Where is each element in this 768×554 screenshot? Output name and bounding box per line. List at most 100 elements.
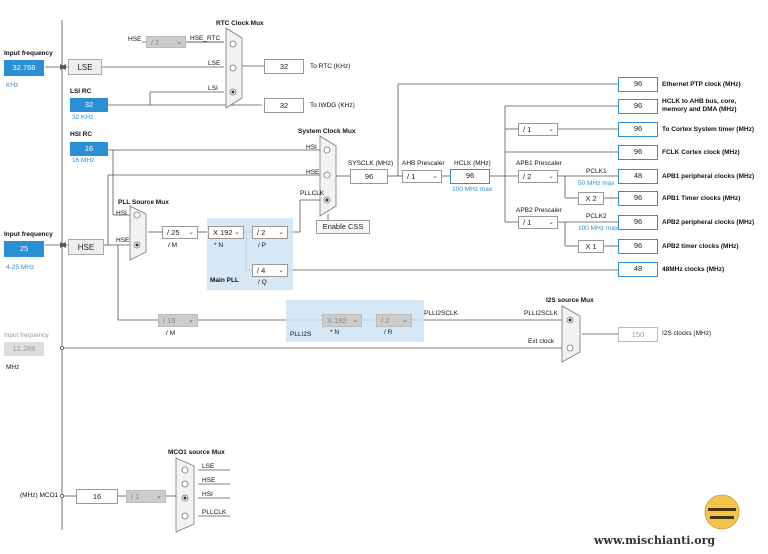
hse-input-title: Input frequency (4, 231, 53, 238)
chevron-down-icon: ⌄ (234, 229, 240, 236)
pclk2-label: PCLK2 (586, 213, 607, 220)
enable-css-button[interactable]: Enable CSS (316, 220, 370, 234)
apb2-prescaler-select[interactable]: / 1⌄ (518, 216, 558, 229)
rtc-mux-title: RTC Clock Mux (216, 20, 264, 27)
lse-input-title: Input frequency (4, 50, 53, 57)
output-label-48mhz: 48MHz clocks (MHz) (662, 266, 725, 273)
lsi-value[interactable]: 32 (70, 98, 108, 112)
mco1-lse-label: LSE (202, 463, 215, 470)
output-label-apb1-peripheral: APB1 peripheral clocks (MHz) (662, 173, 755, 180)
output-label-ethernet-ptp: Ethernet PTP clock (MHz) (662, 81, 741, 88)
hse-input-unit: 4-25 MHz (6, 264, 35, 271)
hclk-max-note: 100 MHz max (452, 186, 493, 193)
sysclk-label: SYSCLK (MHz) (348, 160, 394, 167)
output-value-apb2-peripheral: 96 (618, 215, 658, 230)
plli2s-r-divider[interactable]: / 2⌄ (376, 314, 412, 327)
i2s-output-value: 150 (618, 327, 658, 342)
sysclk-hse-label: HSE (306, 169, 320, 176)
output-label-fclk: FCLK Cortex clock (MHz) (662, 149, 740, 156)
i2s-input-unit: MHz (6, 364, 20, 371)
chevron-down-icon: ⌄ (188, 229, 194, 236)
lse-input-value[interactable]: 32.768 (4, 60, 44, 76)
output-value-fclk: 96 (618, 145, 658, 160)
plli2s-clk-label: PLLI2SCLK (424, 310, 458, 317)
main-pll-title: Main PLL (210, 277, 239, 284)
hse-rtc-label: HSE_RTC (190, 35, 221, 42)
chevron-down-icon: ⌄ (156, 493, 162, 500)
hse-input-value[interactable]: 25 (4, 241, 44, 257)
ahb-prescaler-select[interactable]: / 1⌄ (402, 170, 442, 183)
rtc-output-value: 32 (264, 59, 304, 74)
output-value-apb1-timer: 96 (618, 191, 658, 206)
mco1-divider[interactable]: / 1⌄ (126, 490, 166, 503)
hse-oscillator[interactable]: HSE (68, 239, 104, 255)
hclk-label: HCLK (MHz) (454, 160, 491, 167)
plli2s-r-label: / R (384, 329, 393, 336)
rtc-lse-label: LSE (208, 60, 221, 67)
plli2s-m-label: / M (166, 330, 176, 337)
output-label-apb1-timer: APB1 Timer clocks (MHz) (662, 195, 741, 202)
chevron-down-icon: ⌄ (548, 126, 554, 133)
cortex-timer-divider[interactable]: / 1⌄ (518, 123, 558, 136)
apb2-prescaler-label: APB2 Prescaler (516, 207, 562, 214)
pll-q-label: / Q (258, 279, 267, 286)
i2s-mux-in1-label: PLLI2SCLK (524, 310, 558, 317)
ahb-prescaler-label: AHB Prescaler (402, 160, 445, 167)
pll-n-multiplier[interactable]: X 192⌄ (208, 226, 244, 239)
output-value-apb1-peripheral: 48 (618, 169, 658, 184)
pll-m-label: / M (168, 242, 178, 249)
chevron-down-icon: ⌄ (432, 173, 438, 180)
output-label-cortex-timer: To Cortex System timer (MHz) (662, 126, 754, 133)
chevron-down-icon: ⌄ (548, 173, 554, 180)
hsi-value[interactable]: 16 (70, 142, 108, 156)
i2s-input-title: Input frequency (4, 332, 49, 339)
apb2-timer-multiplier: X 1 (578, 240, 604, 253)
pclk1-max-note: 50 MHz max (578, 180, 615, 187)
output-value-apb2-timer: 96 (618, 239, 658, 254)
apb1-timer-multiplier: X 2 (578, 192, 604, 205)
lse-oscillator[interactable]: LSE (68, 59, 102, 75)
plli2s-n-multiplier[interactable]: X 192⌄ (322, 314, 362, 327)
plli2s-title: PLLI2S (290, 331, 312, 338)
mco1-value: 16 (76, 489, 118, 504)
mco1-pllclk-label: PLLCLK (202, 509, 227, 516)
pll-p-label: / P (258, 242, 266, 249)
sysclk-value[interactable]: 96 (350, 169, 388, 184)
chevron-down-icon: ⌄ (176, 39, 182, 46)
i2s-mux-title: I2S source Mux (546, 297, 594, 304)
hsi-title: HSI RC (70, 131, 93, 138)
hclk-value[interactable]: 96 (450, 169, 490, 184)
iwdg-output-value: 32 (264, 98, 304, 113)
output-value-cortex-timer: 96 (618, 122, 658, 137)
i2s-input-value[interactable]: 12.288 (4, 342, 44, 356)
chevron-down-icon: ⌄ (278, 229, 284, 236)
plli2s-n-label: * N (330, 329, 340, 336)
pll-n-label: * N (214, 242, 224, 249)
mco1-hse-label: HSE (202, 477, 216, 484)
output-label-apb2-timer: APB2 timer clocks (MHz) (662, 243, 739, 250)
i2s-output-label: I2S clocks (MHz) (662, 330, 712, 337)
pll-q-divider[interactable]: / 4⌄ (252, 264, 288, 277)
sysclk-pllclk-label: PLLCLK (300, 190, 325, 197)
pll-p-divider[interactable]: / 2⌄ (252, 226, 288, 239)
apb1-prescaler-select[interactable]: / 2⌄ (518, 170, 558, 183)
i2s-mux-in2-label: Ext clock (528, 338, 555, 345)
chevron-down-icon: ⌄ (402, 317, 408, 324)
output-value-48mhz: 48 (618, 262, 658, 277)
chevron-down-icon: ⌄ (188, 317, 194, 324)
lse-input-unit: KHz (6, 82, 19, 89)
hsi-unit: 16 MHz (72, 157, 95, 164)
pll-mux-title: PLL Source Mux (118, 199, 169, 206)
chevron-down-icon: ⌄ (352, 317, 358, 324)
output-label-apb2-peripheral: APB2 peripheral clocks (MHz) (662, 219, 755, 226)
sysclk-mux-title: System Clock Mux (298, 128, 356, 135)
chevron-down-icon: ⌄ (278, 267, 284, 274)
watermark-text: www.mischianti.org (594, 534, 716, 547)
mco1-mux-title: MCO1 source Mux (168, 449, 225, 456)
pll-hsi-label: HSI (116, 210, 127, 217)
rtc-hse-divider[interactable]: / 2⌄ (146, 36, 186, 48)
output-value-hclk-ahb: 96 (618, 99, 658, 114)
pll-m-divider[interactable]: / 25⌄ (162, 226, 198, 239)
plli2s-m-divider[interactable]: / 16⌄ (158, 314, 198, 327)
lsi-unit: 32 KHz (72, 114, 94, 121)
